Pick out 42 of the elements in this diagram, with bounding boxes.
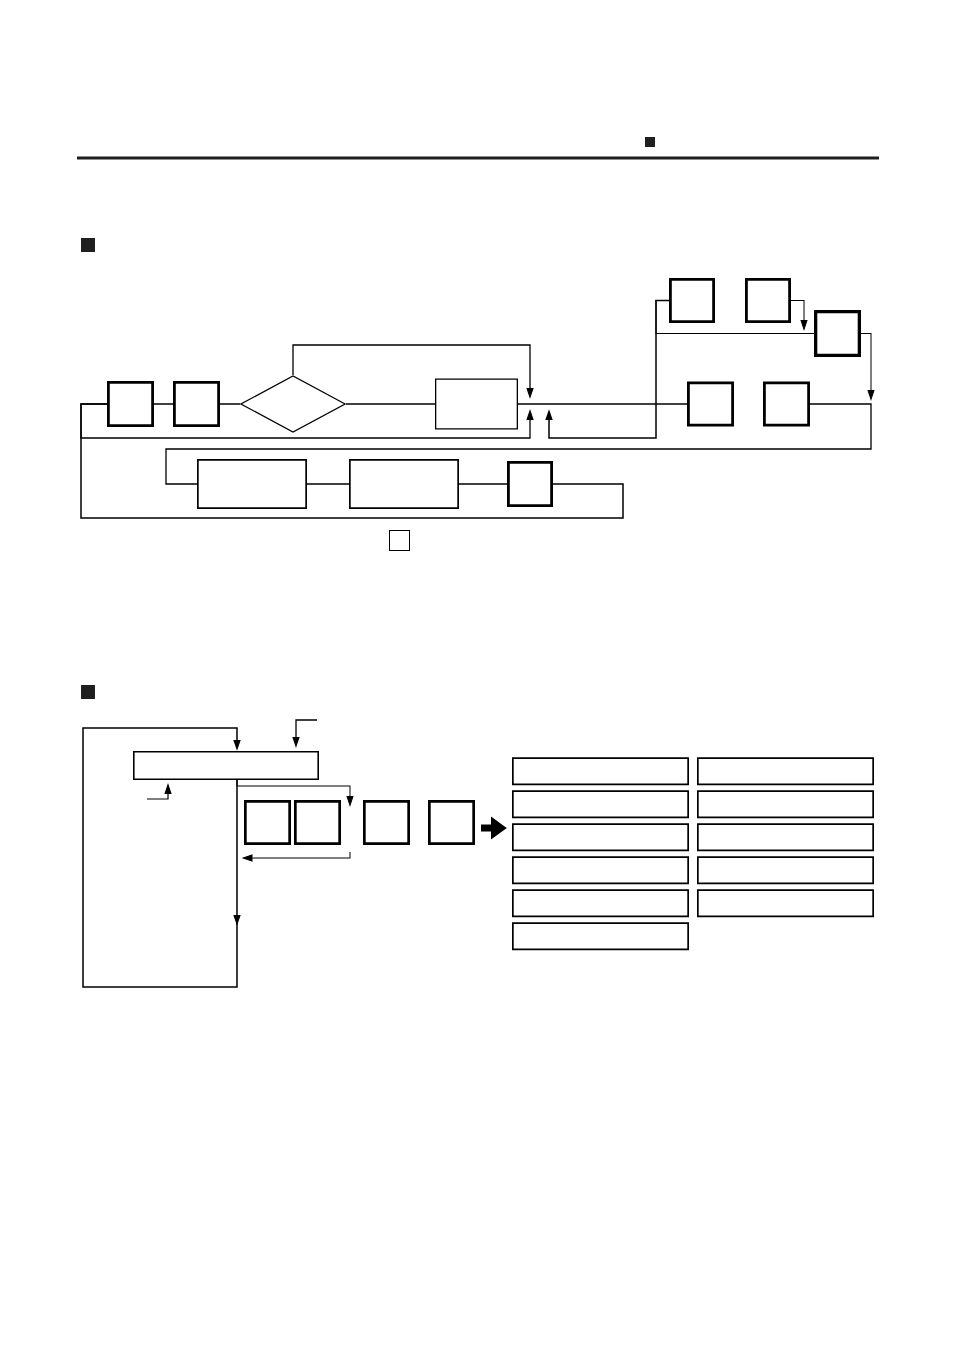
connector-line [153,403,174,405]
connector-line [80,403,624,519]
process-box [507,461,553,507]
process-box [745,278,791,323]
process-box [763,381,810,427]
connector-line [655,300,815,334]
process-box [669,278,715,323]
connector-line [517,403,688,405]
arrow [860,333,875,400]
connector-line [345,403,436,405]
connector-line [219,403,241,405]
connector-line [306,483,350,485]
process-box [363,800,410,845]
list-box [512,889,689,918]
list-box [697,889,874,918]
process-box [294,800,341,845]
list-box [697,790,874,819]
empty-square [389,530,410,551]
arrow [82,727,241,988]
list-box [512,757,689,786]
process-box [349,459,459,509]
arrow [790,300,808,330]
arrow [242,851,351,862]
list-box [697,856,874,885]
process-box [197,459,307,509]
process-box [173,381,220,427]
process-box [107,381,154,427]
process-box [428,800,475,845]
process-box [435,378,518,430]
list-box [512,856,689,885]
process-box [244,800,291,845]
list-box [512,922,689,951]
connector-line [458,483,508,485]
list-box [697,757,874,786]
process-box [133,751,319,780]
process-box [687,381,734,427]
process-box [814,310,861,357]
arrow [236,779,354,806]
list-box [697,823,874,852]
list-box [512,823,689,852]
list-box [512,790,689,819]
connector-line [165,403,872,485]
